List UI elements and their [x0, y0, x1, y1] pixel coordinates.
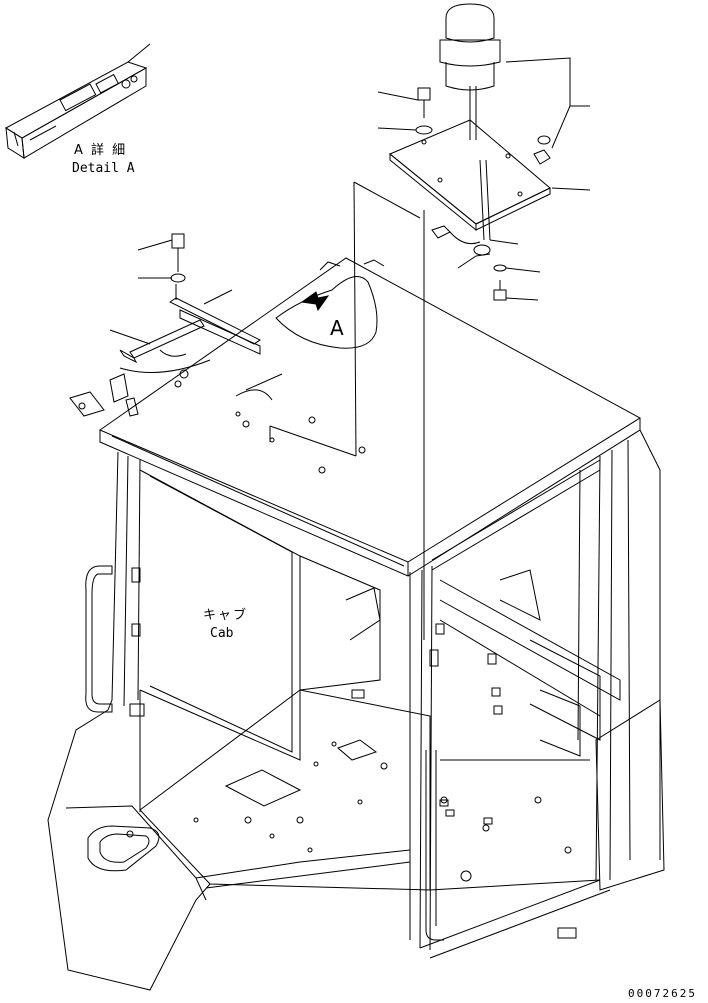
detail-a-label-jp: A 詳 細 [74, 143, 128, 158]
beacon-lamp-assembly [378, 4, 590, 300]
detail-a-label-en: Detail A [72, 161, 135, 176]
roof-bracket-parts [110, 234, 282, 400]
callout-letter: A [330, 316, 344, 340]
cab-body [48, 430, 664, 990]
cab-label-jp: キャブ [203, 608, 249, 623]
cab-roof [70, 258, 640, 576]
drawing-number: 00072625 [628, 987, 697, 1000]
alignment-lines [270, 182, 424, 640]
cab-label-en: Cab [210, 626, 234, 641]
detail-a-callout [276, 277, 377, 349]
detail-a-monitor-panel [6, 44, 150, 158]
